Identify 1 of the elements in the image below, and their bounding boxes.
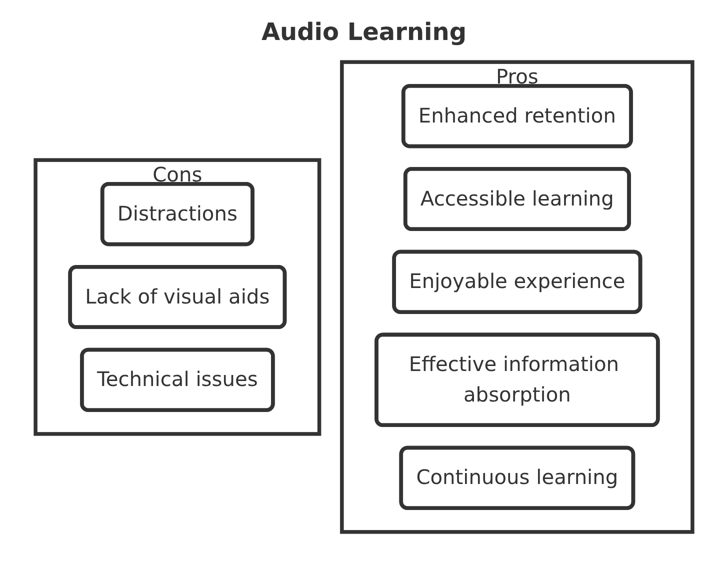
diagram-title: Audio Learning	[260, 18, 468, 46]
